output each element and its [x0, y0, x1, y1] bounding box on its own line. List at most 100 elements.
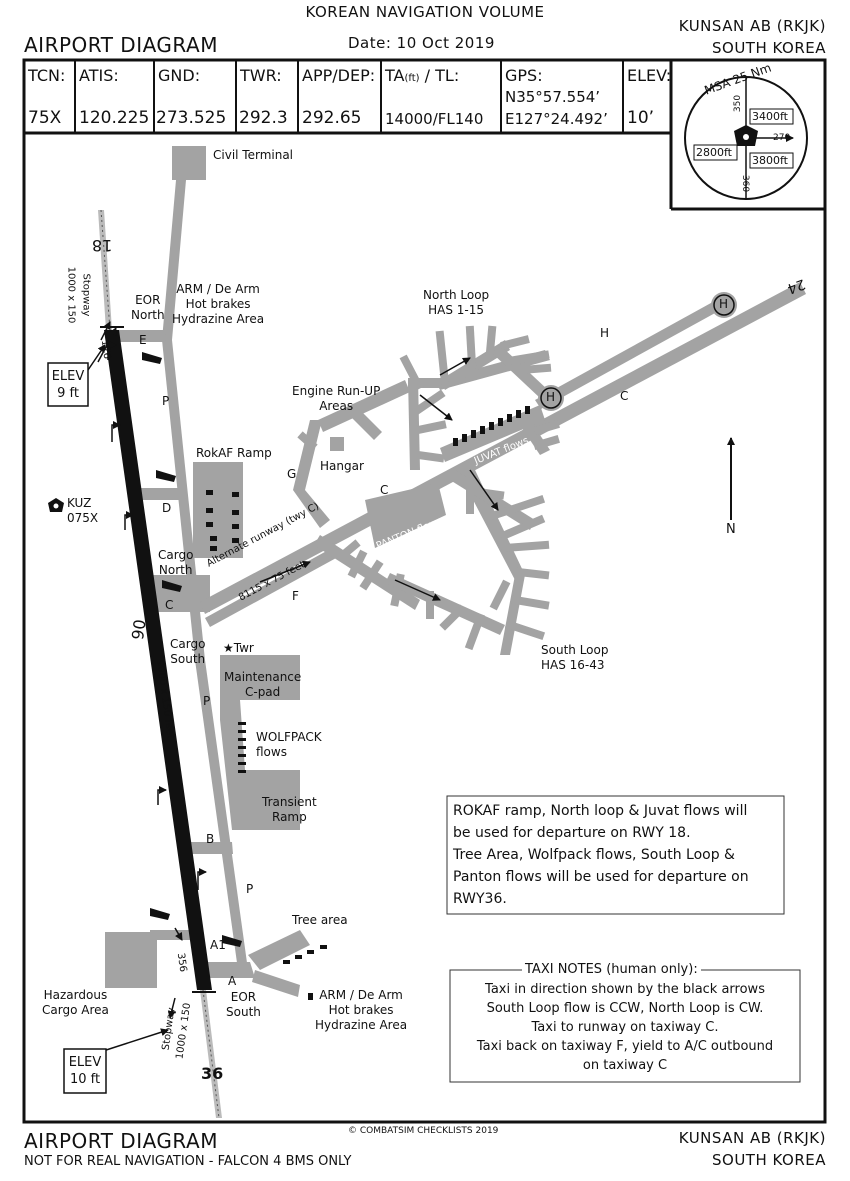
appdep-label: APP/DEP: [302, 66, 376, 85]
label-civil-terminal: Civil Terminal [213, 148, 294, 162]
label-tower: ★Twr [223, 641, 254, 655]
note-line: ROKAF ramp, North loop & Juvat flows wil… [453, 803, 748, 819]
gps-label: GPS: [505, 66, 543, 85]
twr-value: 292.3 [239, 108, 288, 128]
taxiway-h: H [600, 326, 610, 340]
outer-frame [22, 58, 827, 1124]
taxiway-e: E [139, 333, 147, 347]
ta-tl-value: 14000/FL140 [385, 110, 484, 128]
taxi-note-line: Taxi back on taxiway F, yield to A/C out… [476, 1039, 774, 1054]
tcn-value: 75X [28, 108, 62, 128]
taxi-note-line: South Loop flow is CCW, North Loop is CW… [486, 1001, 764, 1016]
airport-country: SOUTH KOREA [711, 39, 826, 57]
elev-north-box [47, 362, 89, 407]
elev-south-box [63, 1048, 107, 1094]
label-rwy-06: 06 [127, 618, 150, 641]
flow-arrows [97, 321, 499, 1053]
msa-bearing-360: 360 [740, 174, 751, 193]
label-north: N [726, 522, 736, 537]
label-rwy-36: 36 [201, 1064, 224, 1083]
taxi-note-line: Taxi in direction shown by the black arr… [485, 982, 765, 997]
taxiway-b: B [206, 832, 215, 846]
taxiway-c-1: C [165, 598, 174, 612]
taxiway-a1: A1 [210, 938, 226, 952]
taxi-notes: Taxi in direction shown by the black arr… [450, 980, 800, 1075]
label-rwy-18: 18 [92, 236, 113, 255]
twr-label: TWR: [240, 66, 282, 85]
msa-bearing-350: 350 [733, 94, 744, 113]
page-title: AIRPORT DIAGRAM [24, 33, 218, 57]
atis-value: 120.225 [79, 108, 150, 128]
taxi-note-line: Taxi to runway on taxiway C. [531, 1020, 719, 1035]
label-176: 176 [98, 339, 113, 360]
msa-sector-1: 3400ft [752, 110, 788, 123]
taxiway-d: D [162, 501, 172, 515]
taxi-notes-title: TAXI NOTES (human only): [522, 962, 701, 977]
msa-sector-2: 2800ft [696, 146, 732, 159]
helipad-label-2: H [719, 297, 729, 311]
note-line: Panton flows will be used for departure … [453, 869, 749, 885]
label-hangar: Hangar [320, 459, 364, 473]
chart-date: Date: 10 Oct 2019 [348, 34, 495, 52]
msa-sector-3: 3800ft [752, 154, 788, 167]
gps-lon: E127°24.492’ [505, 110, 608, 128]
ta-tl-label: TA(ft) / TL: [385, 66, 460, 85]
footer-title: AIRPORT DIAGRAM [24, 1129, 218, 1153]
copyright: © COMBATSIM CHECKLISTS 2019 [348, 1126, 499, 1136]
footer-airport: KUNSAN AB (RKJK) [678, 1129, 826, 1147]
label-356: 356 [174, 952, 189, 973]
departure-note: ROKAF ramp, North loop & Juvat flows wil… [453, 800, 783, 910]
msa-diagram [684, 76, 808, 200]
taxiway-c-2: C [380, 483, 389, 497]
atis-label: ATIS: [79, 66, 119, 85]
note-line: be used for departure on RWY 18. [453, 825, 691, 841]
taxiway-g: G [287, 467, 297, 481]
footer-disclaimer: NOT FOR REAL NAVIGATION - FALCON 4 BMS O… [24, 1154, 352, 1169]
taxiway-p-1: P [162, 394, 170, 408]
taxi-note-line: on taxiway C [582, 1058, 668, 1073]
msa-bearing-270: 270 [773, 133, 791, 143]
note-line: Tree Area, Wolfpack flows, South Loop & [453, 847, 735, 863]
elev-value: 10’ [627, 108, 655, 128]
note-line: RWY36. [453, 891, 507, 907]
gps-lat: N35°57.554’ [505, 88, 601, 106]
label-tree-area: Tree area [292, 913, 348, 927]
taxiway-f: F [292, 589, 299, 603]
helipad-label-1: H [546, 390, 556, 404]
freq-table-grid [74, 60, 624, 133]
windsock-icons [142, 352, 242, 947]
taxi-notes-box [449, 969, 801, 1083]
tcn-label: TCN: [28, 66, 66, 85]
departure-note-box [446, 795, 785, 915]
elev-label: ELEV: [627, 66, 672, 85]
airport-name: KUNSAN AB (RKJK) [678, 17, 826, 35]
taxiway-p-3: P [246, 882, 254, 896]
aircraft-shelters [206, 406, 530, 1000]
appdep-value: 292.65 [302, 108, 362, 128]
taxiway-p-2: P [203, 694, 211, 708]
label-rokaf-ramp: RokAF Ramp [196, 446, 272, 460]
taxiway-a: A [228, 974, 237, 988]
helipad-icons [540, 294, 735, 409]
gnd-label: GND: [158, 66, 201, 85]
volume-title: KOREAN NAVIGATION VOLUME [305, 3, 545, 21]
gnd-value: 273.525 [156, 108, 227, 128]
